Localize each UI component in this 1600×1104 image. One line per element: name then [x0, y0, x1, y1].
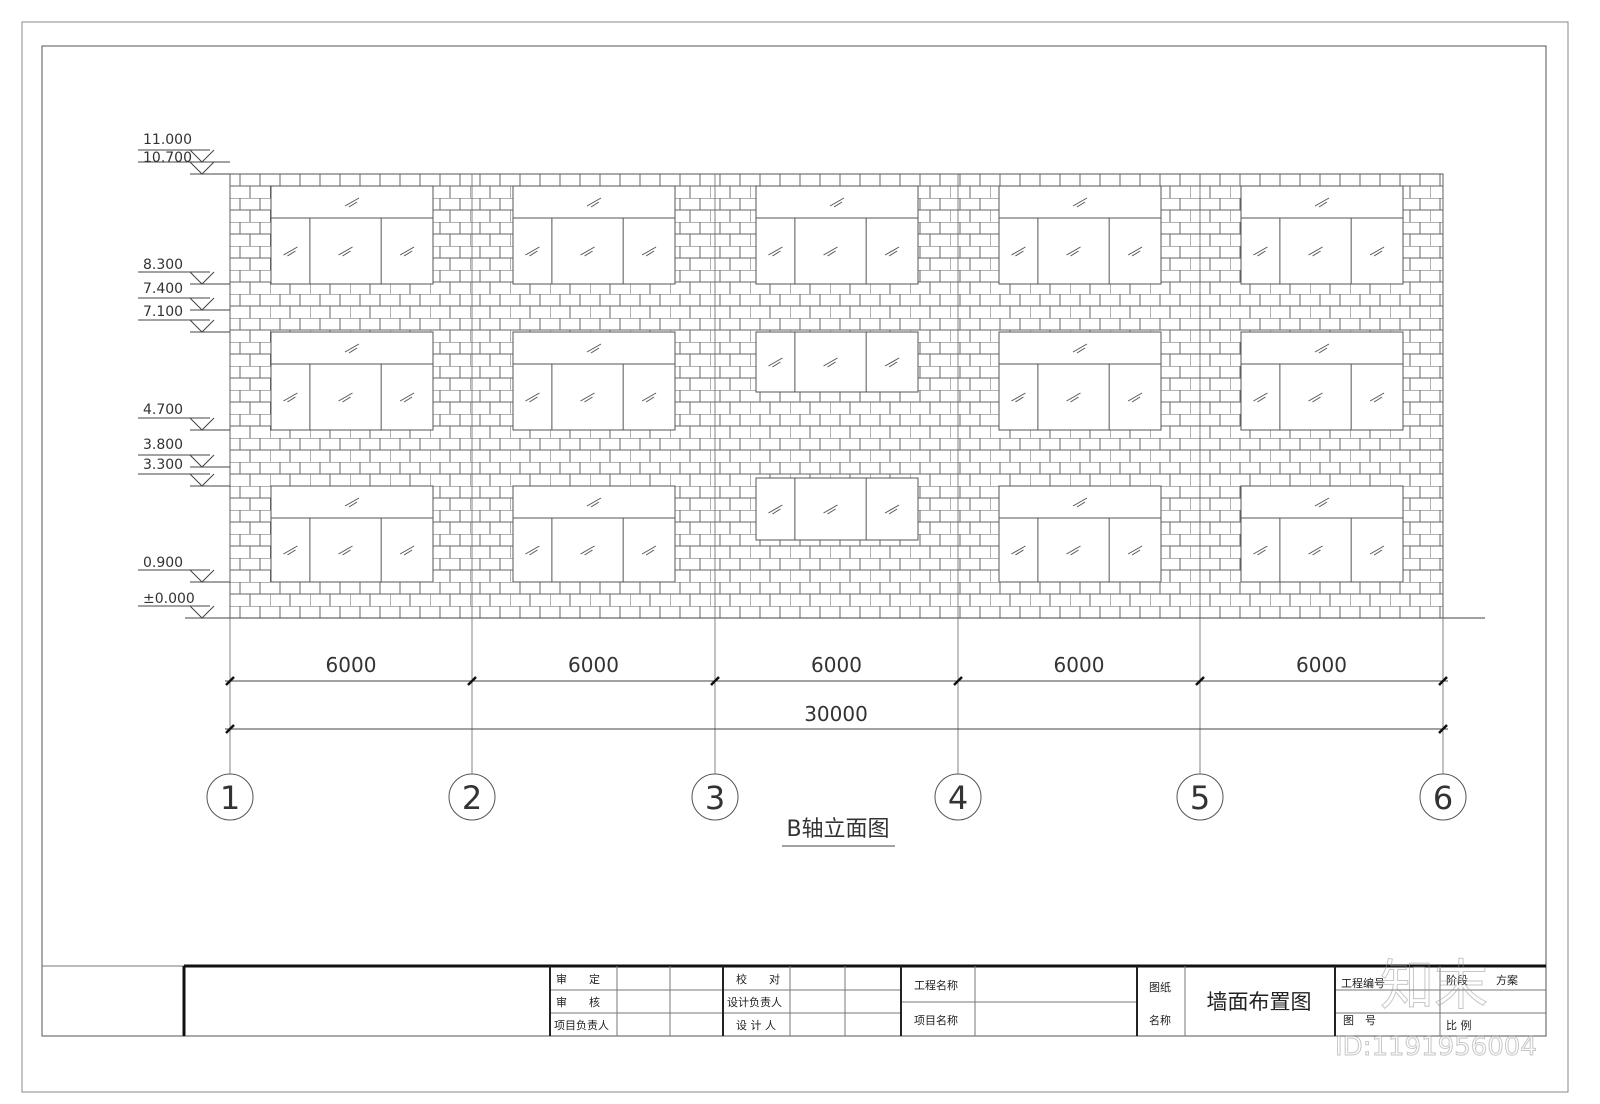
elevation-mark: 0.900 [138, 555, 230, 583]
window [755, 331, 919, 393]
bay-dimension-label: 6000 [568, 653, 619, 677]
dimension-tick [953, 676, 963, 686]
elevation-mark: 3.300 [138, 457, 230, 487]
label-drawing-1: 图纸 [1149, 981, 1171, 994]
axis-bubble: 5 [1176, 773, 1224, 821]
elevation-label: 4.700 [143, 402, 183, 418]
dimension-tick [1195, 676, 1205, 686]
axis-bubble: 2 [448, 773, 496, 821]
elevation-label: 11.000 [143, 132, 192, 148]
window [1240, 331, 1404, 431]
label-design-lead: 设计负责人 [727, 995, 782, 1009]
bay-dimension-label: 6000 [1296, 653, 1347, 677]
axis-bubble: 1 [206, 773, 254, 821]
total-dimension-label: 30000 [804, 702, 868, 726]
label-project-no: 工程编号 [1341, 976, 1385, 990]
axis-bubble: 4 [934, 773, 982, 821]
elevation-label: 8.300 [143, 257, 183, 273]
dimension-tick [1438, 724, 1448, 734]
window [755, 185, 919, 285]
label-project-lead: 项目负责人 [554, 1018, 609, 1032]
window [998, 331, 1162, 431]
label-scale: 比 例 [1446, 1018, 1472, 1032]
elevation-label: 0.900 [143, 555, 183, 571]
dimension-tick [225, 724, 235, 734]
axis-label: 5 [1190, 779, 1210, 817]
label-stage: 阶段 [1446, 973, 1468, 987]
window [755, 477, 919, 541]
window [998, 185, 1162, 285]
label-sheet-no: 图 号 [1343, 1014, 1376, 1027]
axis-gridlines [229, 174, 1444, 774]
elevation-mark: 3.800 [138, 437, 230, 468]
window [1240, 185, 1404, 285]
label-project-name: 工程名称 [914, 978, 958, 992]
elevation-label: 3.300 [143, 457, 183, 473]
bay-dimension-label: 6000 [326, 653, 377, 677]
axis-bubbles: 1 2 3 4 5 6 [206, 773, 1467, 821]
axis-bubble: 6 [1419, 773, 1467, 821]
title-block: 审 定 审 核 项目负责人 校 对 设计负责人 设 计 人 工程名称 项目名称 … [42, 964, 1546, 1036]
axis-label: 3 [705, 779, 725, 817]
window [512, 331, 676, 431]
elevation-label: 7.100 [143, 304, 183, 320]
window [270, 185, 434, 285]
elevation-levels: 11.000 10.700 8.300 7.400 7.100 4.700 3.800 3.3… [138, 132, 230, 619]
axis-label: 1 [220, 779, 240, 817]
windows [270, 185, 1404, 583]
elevation-mark: 7.100 [138, 304, 230, 333]
dimension-tick [1438, 676, 1448, 686]
elevation-mark: 10.700 [138, 150, 230, 175]
sheet-frame [21, 21, 1569, 1093]
watermark: 知末 ID:1191956004 [1335, 954, 1538, 1063]
watermark-id: ID:1191956004 [1335, 1032, 1537, 1062]
elevation-label: 7.400 [143, 281, 183, 297]
value-stage: 方案 [1496, 973, 1518, 987]
window [1240, 485, 1404, 583]
elevation-label: 10.700 [143, 150, 192, 166]
label-designer: 设 计 人 [736, 1019, 776, 1032]
elevation-mark: ±0.000 [138, 591, 230, 619]
axis-label: 2 [462, 779, 482, 817]
drawing-title: B轴立面图 [786, 817, 889, 842]
axis-label: 4 [948, 779, 968, 817]
axis-label: 6 [1433, 779, 1453, 817]
window [512, 485, 676, 583]
label-item-name: 项目名称 [914, 1013, 958, 1027]
bay-dimension-label: 6000 [811, 653, 862, 677]
dimension-tick [710, 676, 720, 686]
elevation-mark: 7.400 [138, 281, 230, 311]
window [270, 331, 434, 431]
elevation-mark: 8.300 [138, 257, 230, 285]
window [998, 485, 1162, 583]
label-review: 审 核 [556, 995, 600, 1009]
label-drawing-2: 名称 [1149, 1013, 1171, 1027]
drawing-name: 墙面布置图 [1207, 990, 1312, 1014]
label-check: 校 对 [736, 972, 780, 986]
watermark-logo: 知末 [1380, 954, 1488, 1017]
axis-bubble: 3 [691, 773, 739, 821]
dimension-tick [225, 676, 235, 686]
window [270, 485, 434, 583]
elevation-label: 3.800 [143, 437, 183, 453]
dimension-tick [467, 676, 477, 686]
elevation-mark: 4.700 [138, 402, 230, 431]
window [512, 185, 676, 285]
bay-dimension-label: 6000 [1054, 653, 1105, 677]
label-approve: 审 定 [556, 972, 600, 986]
dimension-lines: 6000 6000 6000 6000 6000 30000 [225, 653, 1448, 734]
elevation-label: ±0.000 [143, 591, 195, 607]
